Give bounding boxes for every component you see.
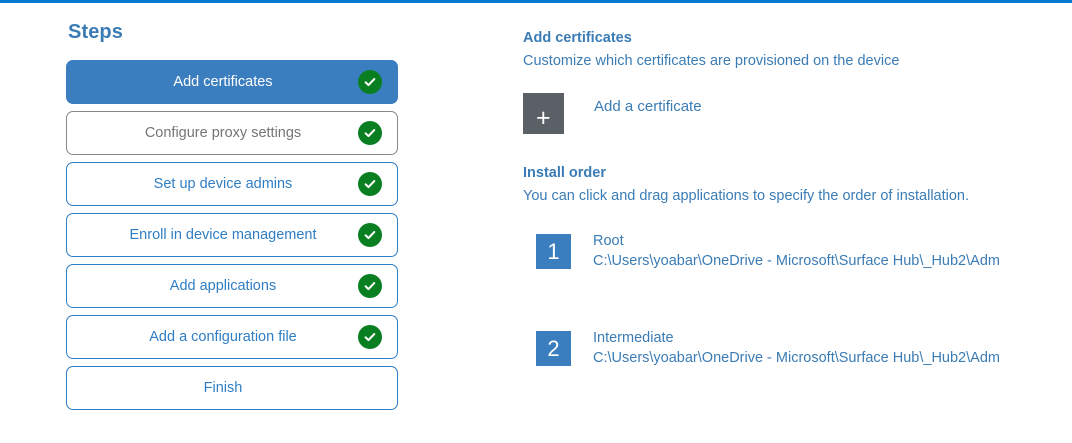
add-a-certificate-label: Add a certificate bbox=[594, 98, 702, 115]
check-circle-icon bbox=[358, 223, 382, 247]
install-order-item[interactable]: 1 Root C:\Users\yoabar\OneDrive - Micros… bbox=[523, 232, 1043, 271]
step-label: Add applications bbox=[169, 278, 277, 294]
install-order-number-badge: 1 bbox=[536, 234, 571, 269]
install-order-list: 1 Root C:\Users\yoabar\OneDrive - Micros… bbox=[523, 232, 1043, 368]
page-root: Steps Add certificates Configure proxy s… bbox=[0, 3, 1072, 443]
step-button-enroll-in-device-management[interactable]: Enroll in device management bbox=[66, 213, 398, 257]
step-label: Configure proxy settings bbox=[144, 125, 302, 141]
top-accent-bar bbox=[0, 0, 1072, 3]
steps-heading: Steps bbox=[68, 21, 123, 43]
check-circle-icon bbox=[358, 172, 382, 196]
install-order-item-text: Root C:\Users\yoabar\OneDrive - Microsof… bbox=[593, 232, 1000, 271]
step-label: Enroll in device management bbox=[129, 227, 317, 243]
check-circle-icon bbox=[358, 325, 382, 349]
install-order-item-text: Intermediate C:\Users\yoabar\OneDrive - … bbox=[593, 329, 1000, 368]
add-a-certificate-button[interactable]: + Add a certificate bbox=[523, 93, 773, 134]
step-label: Add certificates bbox=[173, 74, 273, 90]
step-button-add-applications[interactable]: Add applications bbox=[66, 264, 398, 308]
step-label: Finish bbox=[203, 380, 243, 396]
install-order-item[interactable]: 2 Intermediate C:\Users\yoabar\OneDrive … bbox=[523, 329, 1043, 368]
detail-subtitle: Customize which certificates are provisi… bbox=[523, 53, 900, 69]
check-circle-icon bbox=[358, 274, 382, 298]
steps-panel: Steps Add certificates Configure proxy s… bbox=[66, 21, 398, 417]
plus-icon: + bbox=[523, 93, 564, 134]
detail-pane: Add certificates Customize which certifi… bbox=[523, 29, 1043, 428]
check-circle-icon bbox=[358, 70, 382, 94]
install-order-item-name: Intermediate bbox=[593, 330, 674, 346]
step-label: Add a configuration file bbox=[149, 329, 297, 345]
check-circle-icon bbox=[358, 121, 382, 145]
install-order-title: Install order bbox=[523, 165, 606, 181]
detail-title: Add certificates bbox=[523, 30, 632, 46]
install-order-subtitle: You can click and drag applications to s… bbox=[523, 188, 970, 204]
install-order-item-path: C:\Users\yoabar\OneDrive - Microsoft\Sur… bbox=[593, 350, 1000, 366]
install-order-item-name: Root bbox=[593, 233, 624, 249]
step-button-configure-proxy-settings[interactable]: Configure proxy settings bbox=[66, 111, 398, 155]
step-button-add-a-configuration-file[interactable]: Add a configuration file bbox=[66, 315, 398, 359]
step-button-set-up-device-admins[interactable]: Set up device admins bbox=[66, 162, 398, 206]
install-order-item-path: C:\Users\yoabar\OneDrive - Microsoft\Sur… bbox=[593, 253, 1000, 269]
install-order-number-badge: 2 bbox=[536, 331, 571, 366]
install-order-section: Install order You can click and drag app… bbox=[523, 164, 1043, 368]
step-label: Set up device admins bbox=[153, 176, 293, 192]
step-button-add-certificates[interactable]: Add certificates bbox=[66, 60, 398, 104]
step-button-finish[interactable]: Finish bbox=[66, 366, 398, 410]
plus-glyph: + bbox=[536, 104, 551, 132]
